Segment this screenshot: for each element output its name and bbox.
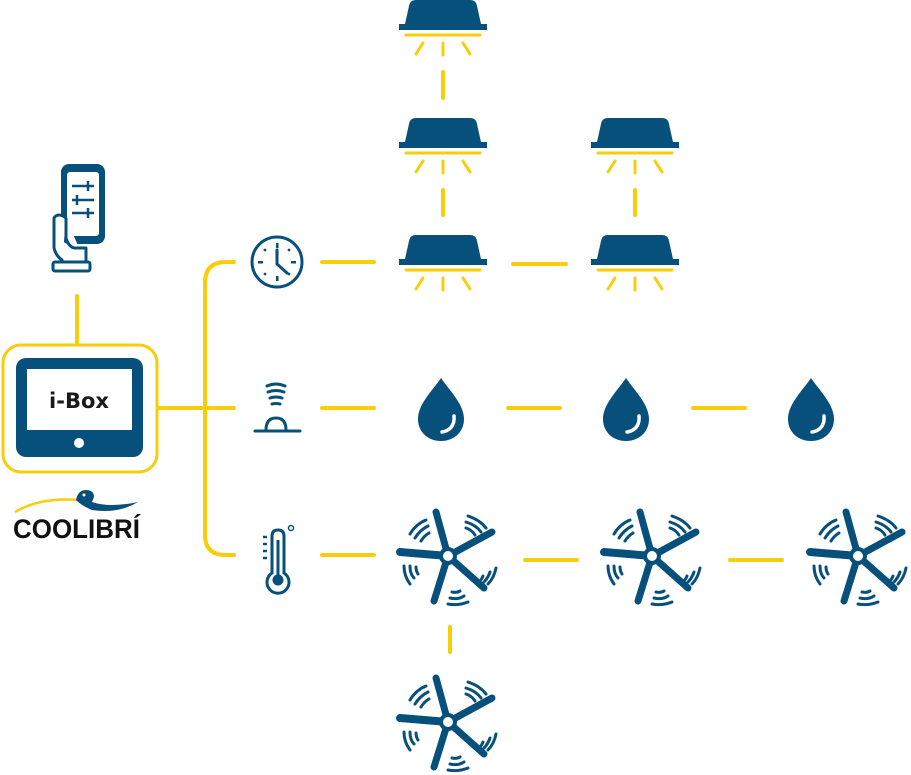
ceiling-lamp-icon[interactable] [397,233,489,292]
ceiling-fan-icon[interactable] [400,512,496,605]
ceiling-lamp-icon[interactable] [589,233,681,292]
clock-icon[interactable] [250,235,304,289]
brand-name: COOLIBRÍ [13,513,141,544]
ceiling-fan-icon[interactable] [400,678,496,771]
ceiling-fan-icon[interactable] [810,512,906,605]
smartphone-sliders-icon[interactable] [51,164,105,273]
water-drop-icon[interactable] [786,376,836,443]
connector-lines [75,70,784,654]
ibox-controller[interactable]: i-Box [1,343,159,474]
hummingbird-logo-icon: COOLIBRÍ [13,490,141,544]
water-drop-icon[interactable] [601,376,651,443]
thermometer-icon[interactable] [263,524,295,595]
water-drop-icon[interactable] [416,376,466,443]
ceiling-lamp-icon[interactable] [397,116,489,175]
fountain-sensor-icon[interactable] [253,382,302,433]
branch-bracket [203,260,236,557]
ceiling-lamp-icon[interactable] [397,0,489,57]
ceiling-fan-icon[interactable] [604,512,700,605]
ceiling-lamp-icon[interactable] [589,116,681,175]
ibox-label: i-Box [49,389,109,413]
